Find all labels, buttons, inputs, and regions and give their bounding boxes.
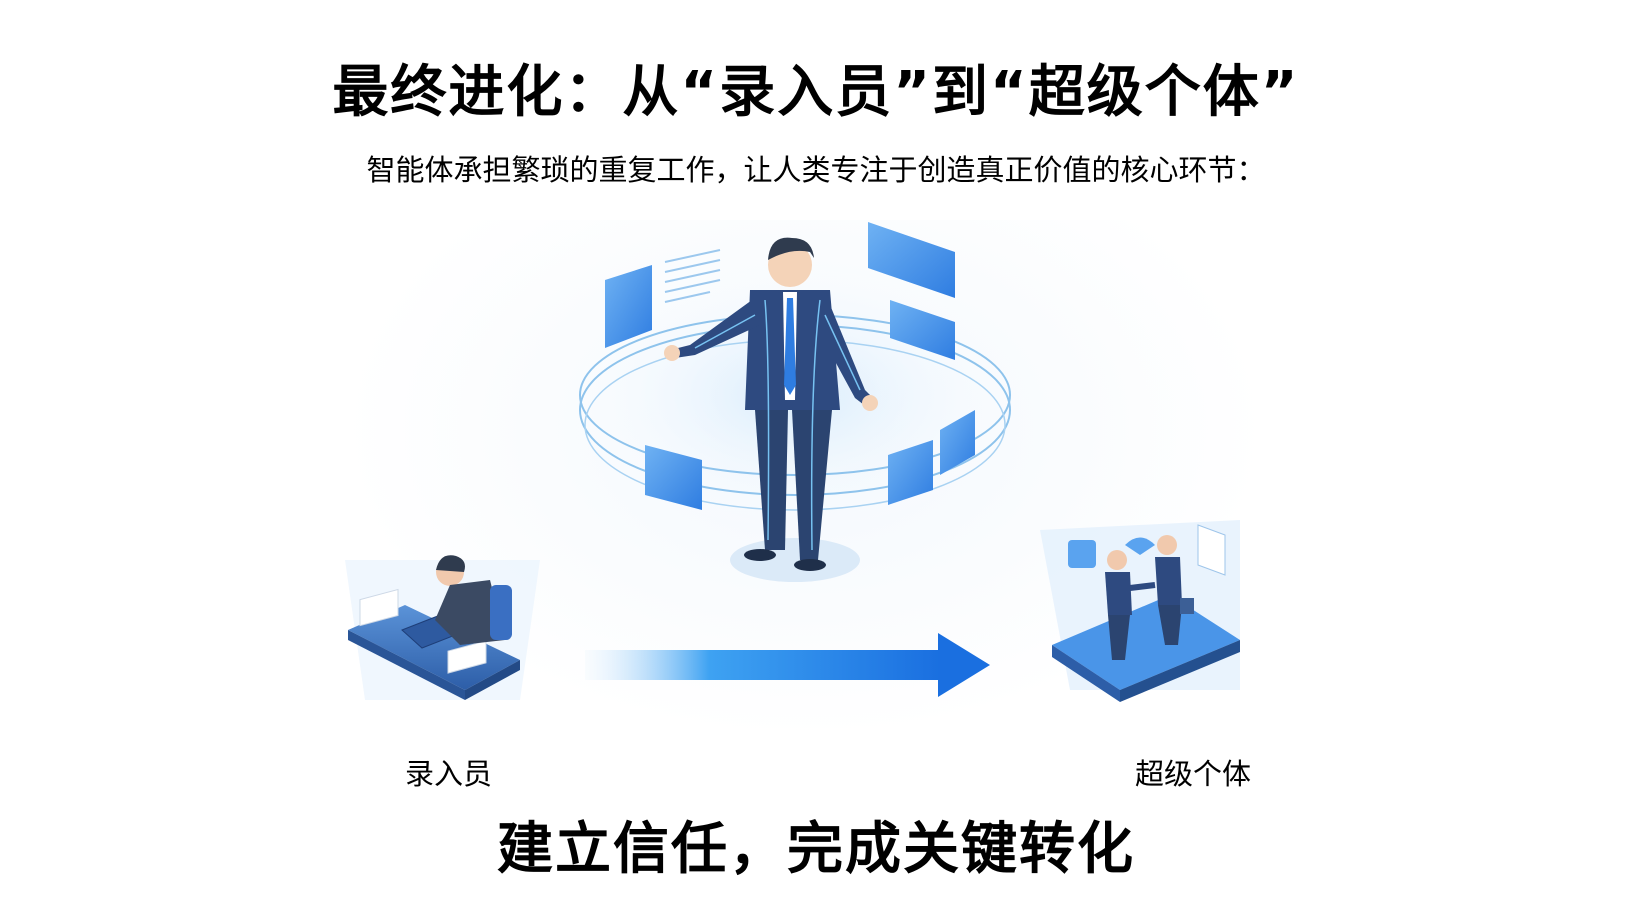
handshake-super-individual-icon	[1040, 520, 1240, 702]
evolution-illustration	[340, 220, 1270, 740]
label-data-entry-clerk: 录入员	[405, 757, 493, 791]
ai-augmented-person-icon	[555, 222, 1035, 582]
page-subtitle: 智能体承担繁琐的重复工作，让人类专注于创造真正价值的核心环节：	[366, 153, 1266, 187]
footer-heading: 建立信任，完成关键转化	[497, 817, 1135, 882]
arrow-right-icon	[585, 633, 990, 697]
data-entry-clerk-icon	[345, 555, 540, 700]
page-title: 最终进化：从“录入员”到“超级个体”	[332, 60, 1300, 125]
label-super-individual: 超级个体	[1135, 757, 1252, 791]
